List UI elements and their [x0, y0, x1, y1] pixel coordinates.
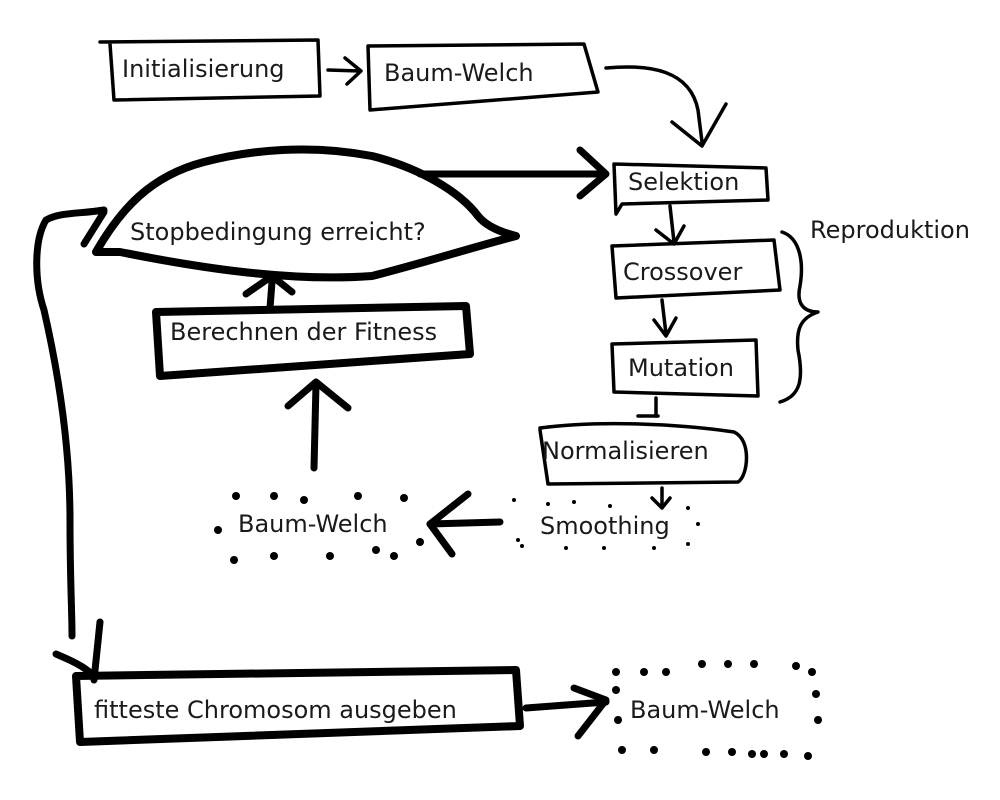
arrow-fitness-to-stop — [242, 272, 296, 312]
arrow-init-to-baumwelch — [326, 56, 363, 86]
node-baum-welch-top-label: Baum-Welch — [384, 59, 534, 87]
node-stop-decision: Stopbedingung erreicht? — [92, 145, 520, 282]
node-baum-welch-mid: Baum-Welch — [214, 492, 424, 564]
node-mutation: Mutation — [610, 338, 760, 398]
node-baum-welch-bottom-label: Baum-Welch — [630, 696, 780, 724]
baum-welch-mid-dotted-border — [214, 492, 424, 564]
arrow-stop-to-output — [33, 206, 108, 684]
node-stop-label: Stopbedingung erreicht? — [130, 218, 426, 246]
node-output-label: fitteste Chromosom ausgeben — [94, 696, 457, 724]
node-baum-welch-bottom: Baum-Welch — [612, 660, 822, 760]
node-baum-welch-top: Baum-Welch — [366, 42, 600, 112]
node-mutation-label: Mutation — [628, 354, 734, 382]
node-output: fitteste Chromosom ausgeben — [72, 666, 524, 746]
arrow-normalisieren-to-smoothing — [650, 486, 672, 510]
node-selektion: Selektion — [612, 162, 770, 216]
node-crossover: Crossover — [610, 238, 782, 300]
node-fitness-label: Berechnen der Fitness — [170, 318, 437, 346]
node-baum-welch-mid-label: Baum-Welch — [238, 510, 388, 538]
arrow-smoothing-to-baumwelch — [426, 490, 504, 558]
node-fitness: Berechnen der Fitness — [152, 302, 474, 380]
reproduktion-brace: Reproduktion — [778, 216, 970, 404]
arrow-stop-to-selektion — [416, 146, 610, 200]
node-initialisierung-label: Initialisierung — [122, 55, 285, 83]
node-normalisieren: Normalisieren — [538, 421, 749, 486]
arrow-mutation-to-normalisieren — [636, 396, 660, 418]
baum-welch-bottom-dotted-border — [612, 660, 822, 760]
node-smoothing: Smoothing — [512, 498, 700, 550]
arrow-selektion-to-crossover — [654, 204, 686, 246]
reproduktion-label: Reproduktion — [810, 216, 970, 244]
node-selektion-label: Selektion — [628, 168, 739, 196]
node-initialisierung: Initialisierung — [98, 38, 322, 102]
smoothing-dotted-border — [512, 498, 700, 550]
arrow-baumwelch-to-selektion — [604, 65, 728, 148]
arrow-crossover-to-mutation — [652, 298, 678, 338]
node-smoothing-label: Smoothing — [540, 512, 670, 540]
node-crossover-label: Crossover — [623, 258, 742, 286]
arrow-baumwelch-to-fitness — [284, 378, 352, 472]
node-normalisieren-label: Normalisieren — [542, 437, 709, 465]
arrow-output-to-baumwelch — [522, 684, 610, 740]
